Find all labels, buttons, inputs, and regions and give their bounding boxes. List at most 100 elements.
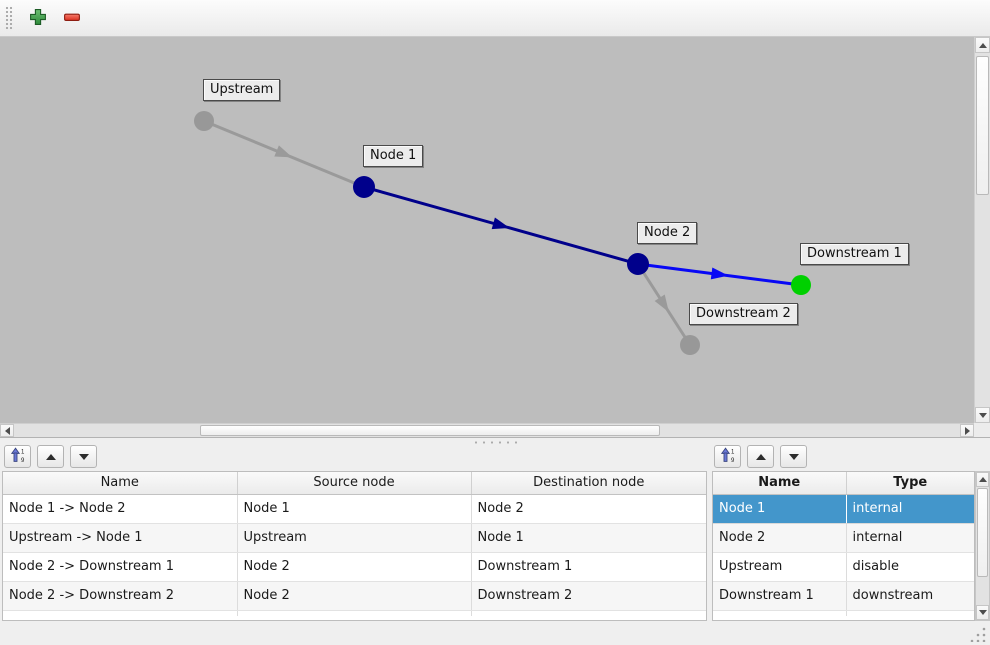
edge-arrow-icon bbox=[710, 267, 729, 280]
table-cell[interactable]: Node 2 bbox=[237, 581, 472, 611]
table-cell[interactable]: Node 2 bbox=[471, 494, 706, 524]
column-header-destination-node[interactable]: Destination node bbox=[471, 472, 706, 495]
graph-node-node-2[interactable] bbox=[627, 253, 649, 275]
canvas-vertical-scrollbar[interactable] bbox=[974, 37, 990, 423]
toolbar-grip[interactable] bbox=[4, 5, 14, 31]
splitter-handle-icon bbox=[472, 440, 518, 444]
node-label[interactable]: Downstream 2 bbox=[689, 303, 798, 325]
node-label[interactable]: Node 2 bbox=[637, 222, 698, 244]
arrow-right-icon bbox=[964, 426, 970, 435]
arrow-down-icon bbox=[978, 610, 987, 615]
table-cell[interactable]: Node 2 -> Downstream 2 bbox=[3, 581, 238, 611]
move-up-icon bbox=[45, 453, 56, 460]
sort-ascending-icon: 1 9 bbox=[720, 447, 736, 466]
column-header-name[interactable]: Name bbox=[713, 472, 847, 495]
table-cell[interactable]: Node 1 bbox=[713, 494, 847, 524]
main-toolbar bbox=[0, 0, 990, 37]
table-cell[interactable]: Upstream bbox=[237, 523, 472, 553]
window-resize-grip[interactable] bbox=[969, 626, 987, 643]
node-label[interactable]: Node 1 bbox=[363, 145, 424, 167]
graph-node-downstream-2[interactable] bbox=[680, 335, 700, 355]
nodes-table-vertical-scrollbar[interactable] bbox=[975, 471, 990, 621]
nodes-sort-button[interactable]: 1 9 bbox=[714, 445, 741, 468]
empty-cell bbox=[471, 610, 706, 616]
table-cell[interactable]: Downstream 1 bbox=[471, 552, 706, 582]
canvas-horizontal-scrollbar[interactable] bbox=[0, 423, 974, 437]
table-cell[interactable]: internal bbox=[846, 523, 974, 553]
graph-node-node-1[interactable] bbox=[353, 176, 375, 198]
empty-cell bbox=[3, 610, 238, 616]
node-label[interactable]: Upstream bbox=[203, 79, 281, 101]
canvas-scroll-left-button[interactable] bbox=[0, 424, 14, 437]
canvas-scroll-up-button[interactable] bbox=[975, 37, 990, 53]
table-cell[interactable]: Node 1 bbox=[237, 494, 472, 524]
edges-table-toolbar: 1 9 bbox=[4, 445, 103, 469]
empty-row bbox=[3, 610, 706, 616]
column-header-name[interactable]: Name bbox=[3, 472, 238, 495]
add-button[interactable] bbox=[23, 3, 53, 33]
canvas-scroll-down-button[interactable] bbox=[975, 407, 990, 423]
nodes-table-toolbar: 1 9 bbox=[714, 445, 813, 469]
column-header-type[interactable]: Type bbox=[846, 472, 974, 495]
arrow-down-icon bbox=[978, 412, 987, 418]
empty-cell bbox=[237, 610, 472, 616]
canvas-horizontal-scrollbar-thumb[interactable] bbox=[200, 425, 660, 436]
edges-move-up-button[interactable] bbox=[37, 445, 64, 468]
edge-arrow-icon bbox=[654, 294, 669, 313]
table-cell[interactable]: Node 1 bbox=[471, 523, 706, 553]
move-down-icon bbox=[788, 453, 799, 460]
node-label[interactable]: Downstream 1 bbox=[800, 243, 909, 265]
edges-move-down-button[interactable] bbox=[70, 445, 97, 468]
move-down-icon bbox=[78, 453, 89, 460]
graph-node-upstream[interactable] bbox=[194, 111, 214, 131]
graph-node-downstream-1[interactable] bbox=[791, 275, 811, 295]
sort-ascending-icon: 1 9 bbox=[10, 447, 26, 466]
scrollbar-corner bbox=[974, 423, 990, 437]
edge-arrow-icon bbox=[491, 217, 510, 230]
table-cell[interactable]: Node 1 -> Node 2 bbox=[3, 494, 238, 524]
table-cell[interactable]: Node 2 bbox=[713, 523, 847, 553]
table-cell[interactable]: Node 2 bbox=[237, 552, 472, 582]
arrow-left-icon bbox=[4, 426, 10, 435]
edge-arrow-icon bbox=[274, 145, 293, 158]
table-cell[interactable]: Downstream 1 bbox=[713, 581, 847, 611]
table-cell[interactable]: downstream bbox=[846, 581, 974, 611]
svg-text:1: 1 bbox=[21, 449, 25, 455]
empty-cell bbox=[846, 610, 974, 616]
nodes-table-scroll-down-button[interactable] bbox=[976, 605, 989, 620]
svg-text:9: 9 bbox=[21, 458, 25, 463]
remove-icon bbox=[63, 8, 81, 29]
remove-button[interactable] bbox=[57, 3, 87, 33]
table-cell[interactable]: Downstream 2 bbox=[471, 581, 706, 611]
table-cell[interactable]: disable bbox=[846, 552, 974, 582]
canvas-vertical-scrollbar-thumb[interactable] bbox=[976, 56, 989, 195]
nodes-table-scroll-up-button[interactable] bbox=[976, 472, 989, 487]
nodes-table-scrollbar-thumb[interactable] bbox=[977, 488, 988, 577]
nodes-move-up-button[interactable] bbox=[747, 445, 774, 468]
table-cell[interactable]: internal bbox=[846, 494, 974, 524]
column-header-source-node[interactable]: Source node bbox=[237, 472, 472, 495]
edges-sort-button[interactable]: 1 9 bbox=[4, 445, 31, 468]
canvas-scroll-right-button[interactable] bbox=[960, 424, 974, 437]
arrow-up-icon bbox=[978, 42, 987, 48]
table-cell[interactable]: Upstream bbox=[713, 552, 847, 582]
pane-splitter[interactable] bbox=[0, 437, 990, 446]
table-cell[interactable]: Upstream -> Node 1 bbox=[3, 523, 238, 553]
empty-cell bbox=[713, 610, 847, 616]
svg-text:9: 9 bbox=[731, 458, 735, 463]
table-cell[interactable]: Node 2 -> Downstream 1 bbox=[3, 552, 238, 582]
nodes-move-down-button[interactable] bbox=[780, 445, 807, 468]
